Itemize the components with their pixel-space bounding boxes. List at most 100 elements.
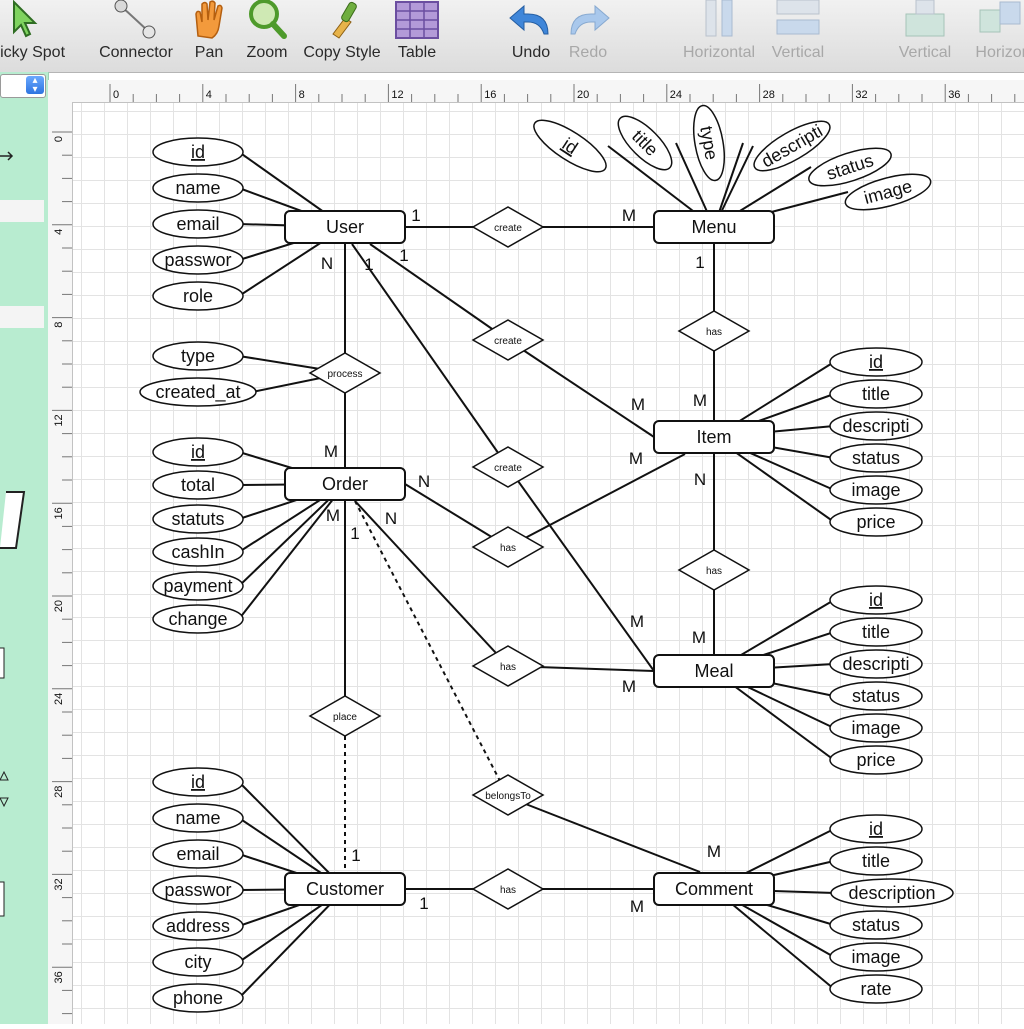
attribute-item-price[interactable]: price [829, 507, 923, 537]
connector-line[interactable] [507, 339, 655, 438]
style-select[interactable]: ▴▾ [0, 74, 46, 98]
relationship-r-menu-item[interactable]: has [677, 310, 751, 352]
connector-button[interactable]: Connector [91, 0, 181, 72]
copy-style-button[interactable]: Copy Style [297, 0, 387, 72]
pan-button[interactable]: Pan [164, 0, 254, 72]
attribute-comment-rate[interactable]: rate [829, 974, 923, 1004]
attribute-comment-image[interactable]: image [829, 942, 923, 972]
distribute-horizontal-button[interactable]: Horizon [958, 0, 1024, 72]
attribute-comment-id[interactable]: id [829, 814, 923, 844]
zoom-button[interactable]: Zoom [222, 0, 312, 72]
attribute-order-statuts[interactable]: statuts [152, 504, 244, 534]
entity-item[interactable]: Item [653, 420, 775, 454]
attribute-order-id[interactable]: id [152, 437, 244, 467]
distribute-vertical-button[interactable]: Vertical [880, 0, 970, 72]
attribute-comment-status[interactable]: status [829, 910, 923, 940]
attribute-user-name[interactable]: name [152, 173, 244, 203]
table-button[interactable]: Table [372, 0, 462, 72]
relationship-r-user-meal[interactable]: create [471, 446, 545, 488]
attribute-order-total[interactable]: total [152, 470, 244, 500]
attribute-menu-id[interactable]: id [527, 111, 613, 180]
entity-comment[interactable]: Comment [653, 872, 775, 906]
connector-line[interactable] [238, 781, 346, 890]
attribute-user-passwor[interactable]: passwor [152, 245, 244, 275]
align-vertical-button[interactable]: Vertical [753, 0, 843, 72]
attribute-customer-phone[interactable]: phone [152, 983, 244, 1013]
relationship-r-order-customer[interactable]: place [308, 695, 382, 737]
connector-line[interactable] [369, 243, 509, 341]
relationship-r-order-comment[interactable]: belongsTo [471, 774, 545, 816]
entity-label: Comment [675, 879, 753, 899]
entity-menu[interactable]: Menu [653, 210, 775, 244]
connector-label: Connector [99, 44, 173, 61]
attribute-customer-id[interactable]: id [152, 767, 244, 797]
attribute-item-id[interactable]: id [829, 347, 923, 377]
attribute-r-user-order-created_at[interactable]: created_at [139, 377, 257, 407]
attribute-meal-title[interactable]: title [829, 617, 923, 647]
entity-meal[interactable]: Meal [653, 654, 775, 688]
relationship-r-order-meal[interactable]: has [471, 645, 545, 687]
connector-line[interactable] [238, 483, 346, 620]
connector-line[interactable] [507, 466, 655, 672]
ruler-left-tick-label: 20 [53, 600, 65, 612]
relationship-r-user-item[interactable]: create [471, 319, 545, 361]
attribute-item-descripti[interactable]: descripti [829, 411, 923, 441]
entity-user[interactable]: User [284, 210, 406, 244]
attribute-meal-status[interactable]: status [829, 681, 923, 711]
attribute-meal-price[interactable]: price [829, 745, 923, 775]
connector-line[interactable] [354, 500, 509, 667]
relationship-label: process [327, 369, 362, 380]
relationship-r-user-menu[interactable]: create [471, 206, 545, 248]
attribute-comment-description[interactable]: description [830, 878, 954, 908]
relationship-r-customer-comment[interactable]: has [471, 868, 545, 910]
cardinality-label: N [321, 254, 333, 273]
cardinality-label: 1 [364, 255, 373, 274]
attribute-comment-title[interactable]: title [829, 846, 923, 876]
undo-button[interactable]: Undo [486, 0, 576, 72]
connector-line[interactable] [354, 500, 501, 782]
sticky-spot-button[interactable]: Sticky Spot [0, 0, 70, 72]
attribute-label: status [852, 448, 900, 468]
connector-line[interactable] [517, 800, 701, 873]
attribute-customer-name[interactable]: name [152, 803, 244, 833]
attribute-customer-address[interactable]: address [152, 911, 244, 941]
redo-button[interactable]: Redo [543, 0, 633, 72]
attribute-order-payment[interactable]: payment [152, 571, 244, 601]
cardinality-label: N [694, 470, 706, 489]
attribute-user-email[interactable]: email [152, 209, 244, 239]
attribute-menu-title[interactable]: title [610, 108, 679, 177]
attribute-meal-id[interactable]: id [829, 585, 923, 615]
attribute-meal-descripti[interactable]: descripti [829, 649, 923, 679]
entity-customer[interactable]: Customer [284, 872, 406, 906]
attribute-label: email [176, 214, 219, 234]
entity-order[interactable]: Order [284, 467, 406, 501]
attribute-label: change [168, 609, 227, 629]
attribute-meal-image[interactable]: image [829, 713, 923, 743]
distribute-vertical-label: Vertical [898, 44, 952, 61]
attribute-item-image[interactable]: image [829, 475, 923, 505]
attribute-customer-email[interactable]: email [152, 839, 244, 869]
attribute-user-role[interactable]: role [152, 281, 244, 311]
attribute-customer-city[interactable]: city [152, 947, 244, 977]
entity-label: Menu [691, 217, 736, 237]
sidebar-shapes[interactable] [0, 72, 48, 1024]
relationship-r-item-meal[interactable]: has [677, 549, 751, 591]
attribute-user-id[interactable]: id [152, 137, 244, 167]
connector-line[interactable] [507, 453, 686, 548]
connector-line[interactable] [351, 243, 509, 468]
relationship-r-user-order[interactable]: process [308, 352, 382, 394]
attribute-item-status[interactable]: status [829, 443, 923, 473]
attribute-r-user-order-type[interactable]: type [152, 341, 244, 371]
attribute-menu-type[interactable]: type [689, 103, 730, 183]
attribute-item-title[interactable]: title [829, 379, 923, 409]
cardinality-label: M [622, 206, 636, 225]
connector-line[interactable] [238, 888, 346, 999]
relationship-r-order-item[interactable]: has [471, 526, 545, 568]
attribute-order-change[interactable]: change [152, 604, 244, 634]
entity-label: User [326, 217, 364, 237]
attribute-customer-passwor[interactable]: passwor [152, 875, 244, 905]
align-horizontal-button[interactable]: Horizontal [674, 0, 764, 72]
attribute-order-cashIn[interactable]: cashIn [152, 537, 244, 567]
